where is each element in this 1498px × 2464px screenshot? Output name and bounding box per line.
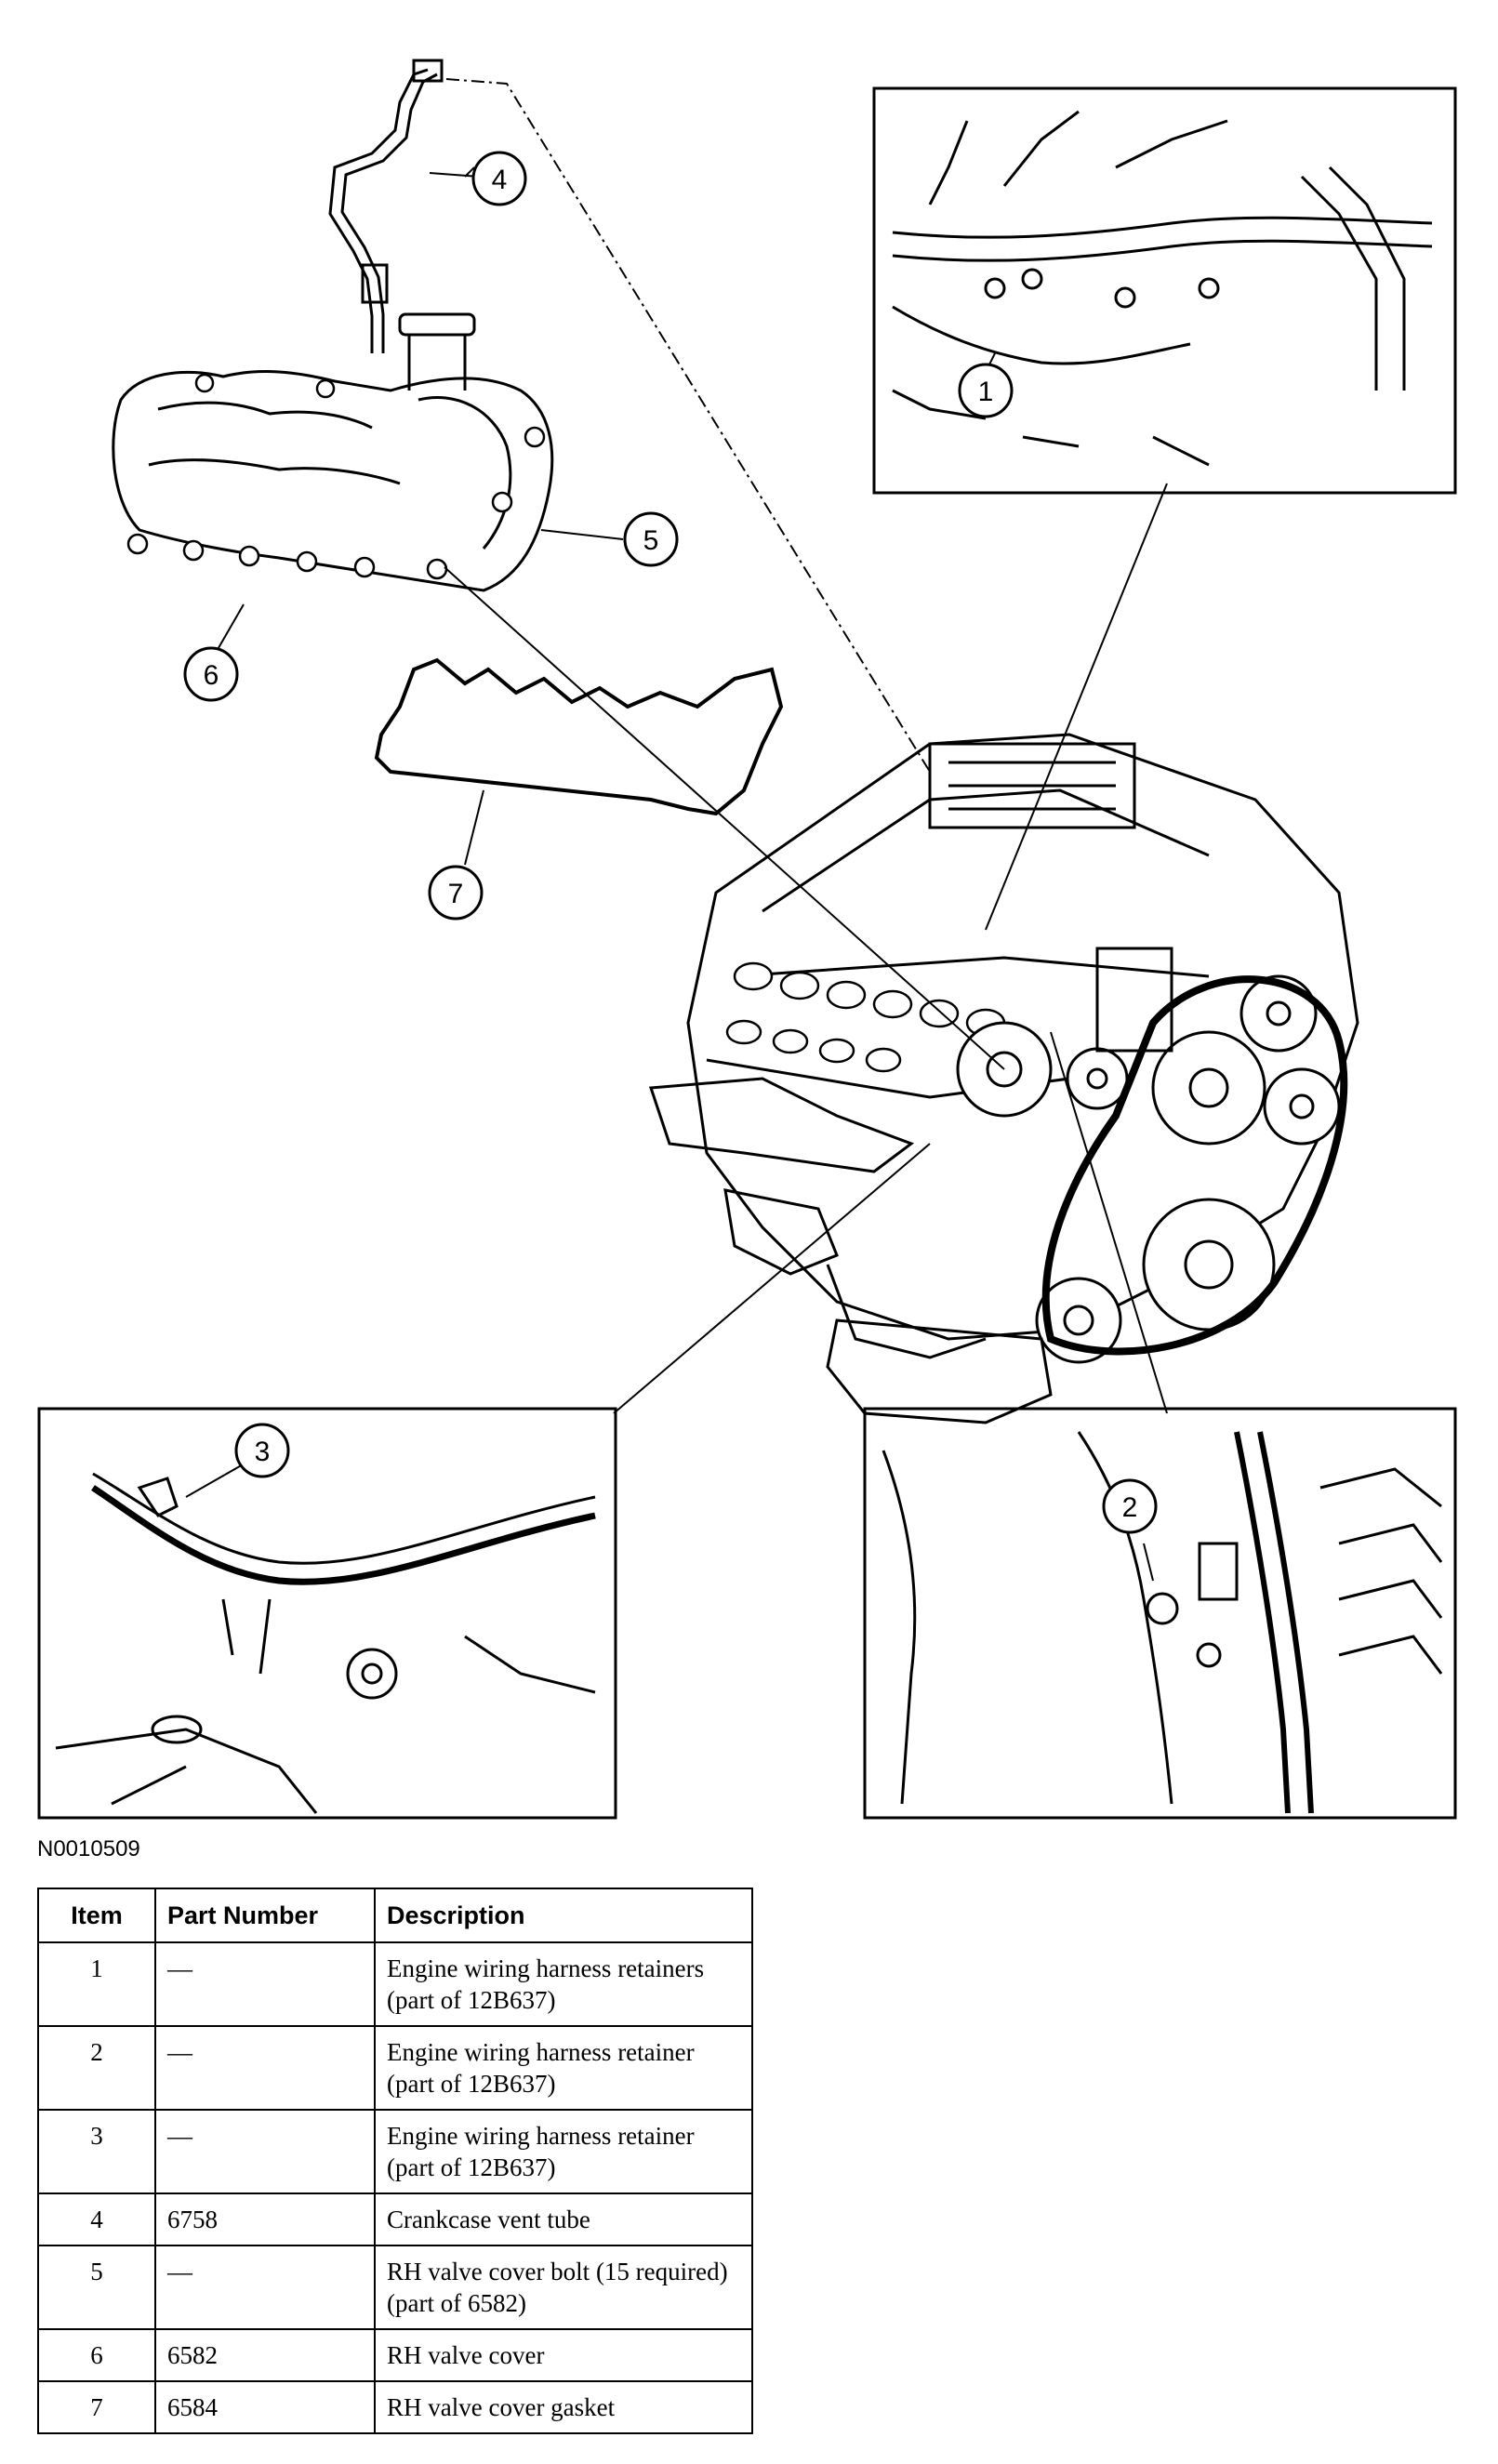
row-description: RH valve cover [374,2328,753,2382]
callout-1: 1 [958,363,1014,418]
row-description: Engine wiring harness retainers (part of… [374,1941,753,2027]
inset-1-harness [892,110,1433,467]
row-part-number: 6584 [154,2380,376,2434]
row-part-number: 6582 [154,2328,376,2382]
table-row: 4 6758 Crankcase vent tube [37,2192,753,2246]
row-part-number: 6758 [154,2192,376,2246]
row-description: RH valve cover gasket [374,2380,753,2434]
row-item: 5 [37,2245,156,2330]
accessory-pulleys [956,974,1341,1364]
row-part-number: — [154,2025,376,2111]
callout-6: 6 [183,646,239,702]
row-part-number: — [154,2109,376,2194]
header-item: Item [37,1888,156,1943]
svg-text:2: 2 [1122,1492,1138,1523]
svg-text:4: 4 [492,165,508,195]
crankcase-vent-tube [328,59,444,353]
callout-2: 2 [1102,1478,1158,1534]
callout-7: 7 [428,865,484,921]
drive-belt [1041,975,1348,1356]
row-part-number: — [154,2245,376,2330]
row-part-number: — [154,1941,376,2027]
svg-text:6: 6 [204,660,219,691]
alternator [1095,947,1173,1053]
row-item: 4 [37,2192,156,2246]
valve-cover-bolts [126,373,546,580]
row-description: RH valve cover bolt (15 required) (part … [374,2245,753,2330]
header-description: Description [374,1888,753,1943]
svg-text:3: 3 [255,1437,271,1467]
callout-5: 5 [623,511,679,567]
callout-3: 3 [234,1423,290,1478]
svg-text:1: 1 [978,377,994,407]
row-item: 1 [37,1941,156,2027]
leader-lines [185,78,1168,1582]
row-item: 7 [37,2380,156,2434]
inset-2-harness [882,1431,1443,1814]
figure-id: N0010509 [37,1836,140,1861]
row-item: 6 [37,2328,156,2382]
table-row: 7 6584 RH valve cover gasket [37,2380,753,2434]
table-row: 6 6582 RH valve cover [37,2328,753,2382]
row-description: Crankcase vent tube [374,2192,753,2246]
table-header-row: Item Part Number Description [37,1888,753,1943]
inset-3-harness [55,1472,596,1814]
inset-frame-1 [872,86,1457,495]
table-row: 2 — Engine wiring harness retainer (part… [37,2025,753,2111]
row-description: Engine wiring harness retainer (part of … [374,2109,753,2194]
rh-valve-cover-gasket [374,657,784,816]
table-row: 1 — Engine wiring harness retainers (par… [37,1941,753,2027]
inset-frame-2 [863,1407,1457,1820]
engine-diagram: 1 2 3 4 5 6 7 [37,59,1457,1820]
oil-pan [826,1318,1053,1424]
svg-text:7: 7 [448,879,464,909]
table-row: 3 — Engine wiring harness retainer (part… [37,2109,753,2194]
row-item: 3 [37,2109,156,2194]
row-item: 2 [37,2025,156,2111]
svg-text:5: 5 [643,525,659,556]
rh-valve-cover [112,312,554,592]
parts-table: Item Part Number Description 1 — Engine … [37,1888,753,2434]
header-part-number: Part Number [154,1888,376,1943]
inset-frame-3 [37,1407,617,1820]
table-row: 5 — RH valve cover bolt (15 required) (p… [37,2245,753,2330]
row-description: Engine wiring harness retainer (part of … [374,2025,753,2111]
callout-4: 4 [471,151,527,206]
